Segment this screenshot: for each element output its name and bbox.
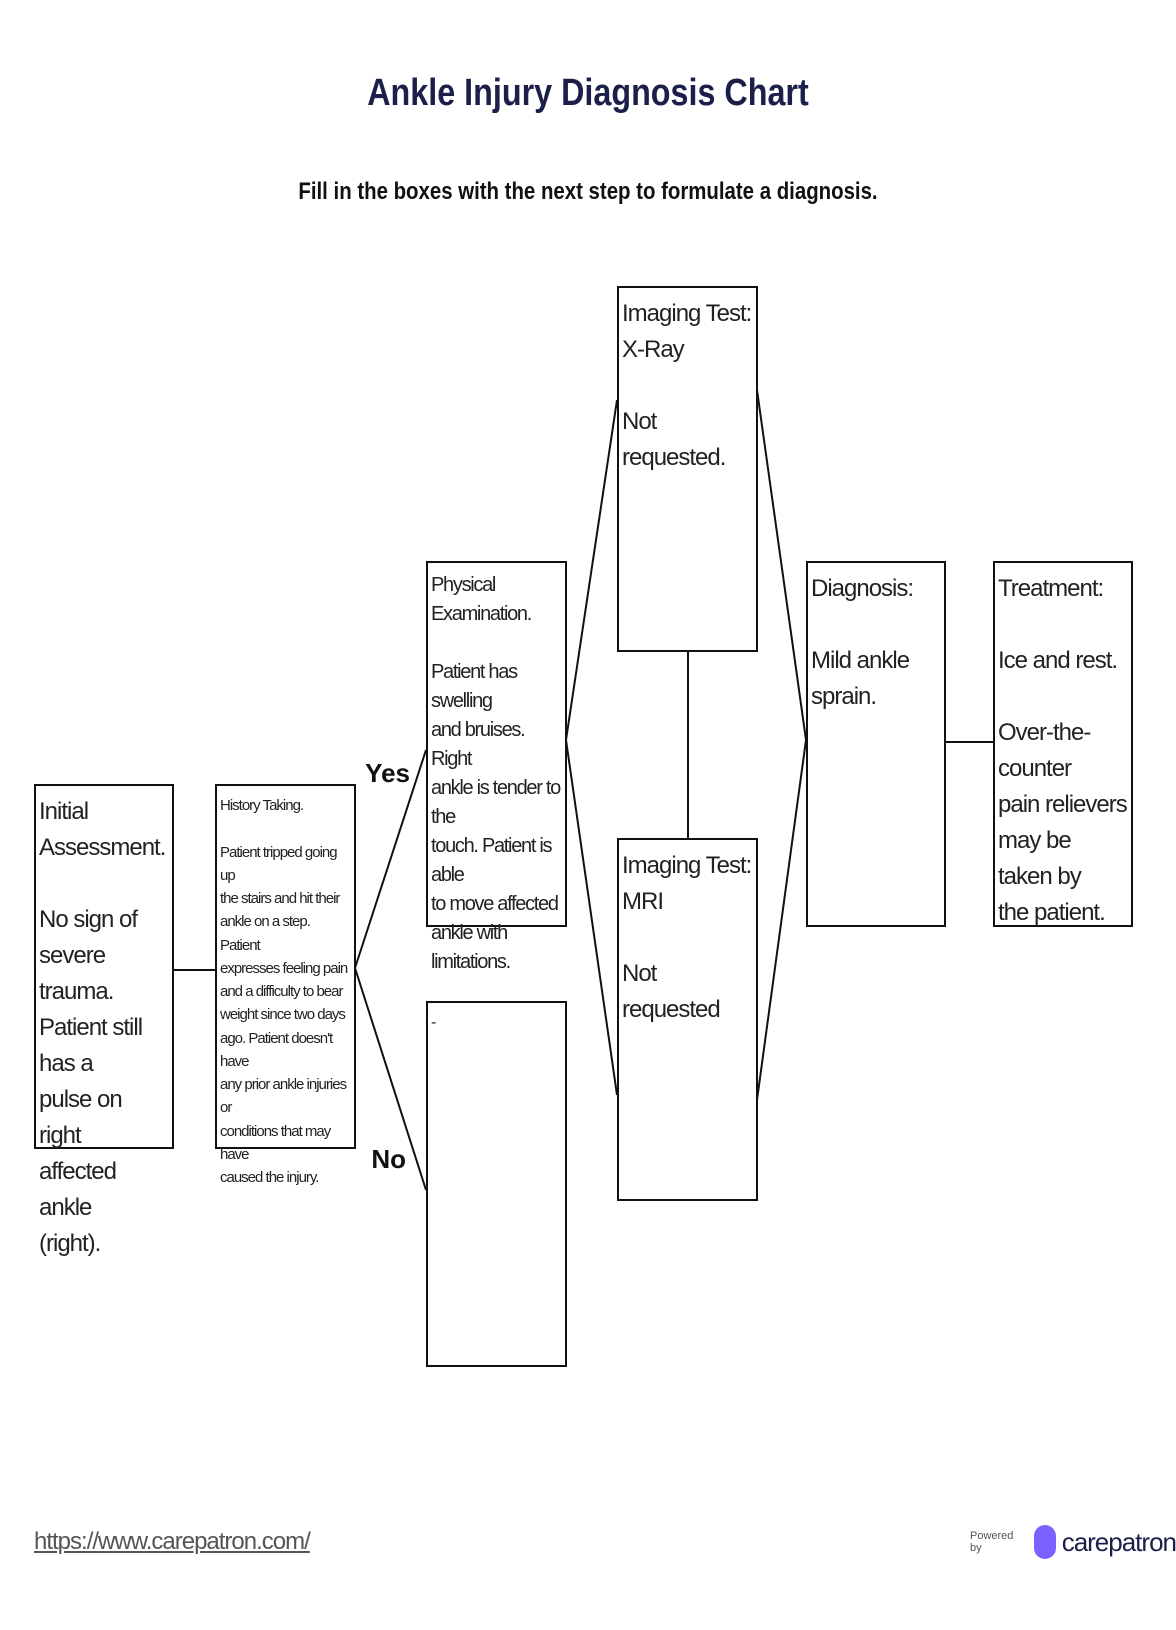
diagnosis-box[interactable]: Diagnosis: Mild ankle sprain.: [806, 561, 946, 927]
yes-label: Yes: [365, 758, 410, 788]
footer-link[interactable]: https://www.carepatron.com/: [34, 1528, 311, 1555]
connector-xray-diagnosis: [756, 389, 807, 741]
powered-by-text: Powered by: [970, 1530, 1014, 1554]
connector-history-no: [354, 967, 427, 1191]
connector-physical-xray: [565, 399, 618, 741]
treatment-box[interactable]: Treatment: Ice and rest. Over-the-counte…: [993, 561, 1133, 927]
imaging-mri-box[interactable]: Imaging Test: MRI Not requested: [617, 838, 758, 1201]
no-label: No: [371, 1144, 406, 1174]
initial-assessment-box[interactable]: Initial Assessment. No sign of severe tr…: [34, 784, 174, 1257]
connector-mri-diagnosis: [756, 739, 807, 1101]
connector-history-yes: [354, 749, 427, 969]
brand-name: carepatron: [1061, 1526, 1176, 1557]
page-subtitle: Fill in the boxes with the next step to …: [298, 178, 878, 205]
empty-no-branch-box[interactable]: -: [426, 1001, 567, 1367]
connector-physical-mri: [565, 739, 618, 1096]
carepatron-logo: Powered by carepatron: [970, 1525, 1176, 1559]
page-title: Ankle Injury Diagnosis Chart: [367, 72, 809, 114]
physical-examination-box[interactable]: Physical Examination. Patient has swelli…: [426, 561, 567, 973]
carepatron-logo-icon: [1033, 1525, 1056, 1559]
imaging-xray-box[interactable]: Imaging Test: X-Ray Not requested.: [617, 286, 758, 652]
history-taking-box[interactable]: History Taking. Patient tripped going up…: [215, 784, 356, 1186]
